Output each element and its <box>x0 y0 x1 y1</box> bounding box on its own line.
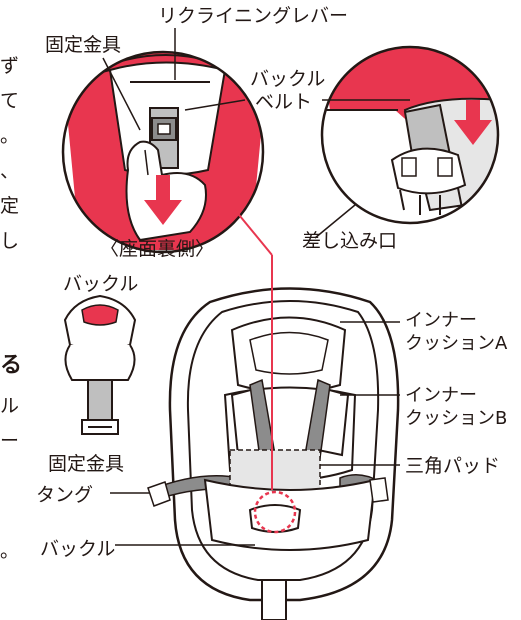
down-arrow-icon-left <box>144 175 182 225</box>
edge-text-2: 。 <box>0 125 20 147</box>
edge-text-4: 定 <box>0 195 20 217</box>
edge-text-6: る <box>0 353 23 378</box>
edge-text-0: ず <box>0 55 20 77</box>
label-inner-cushion-b-1: インナー <box>405 385 477 406</box>
label-buckle-bottom: バックル <box>40 538 116 560</box>
label-reclining-lever: リクライニングレバー <box>158 5 349 27</box>
label-inner-cushion-a-2: クッションA <box>405 333 508 354</box>
label-buckle-belt-top: バックル <box>250 68 326 90</box>
down-arrow-icon-right <box>454 100 492 145</box>
label-insertion-slot: 差し込み口 <box>302 230 398 252</box>
edge-text-3: 、 <box>0 160 20 182</box>
label-fixing-bracket-top: 固定金具 <box>45 34 122 56</box>
label-tongue: タング <box>36 484 94 506</box>
label-triangle-pad: 三角パッド <box>405 455 501 477</box>
edge-text-9: 。 <box>0 540 20 562</box>
leader-lines <box>102 28 410 546</box>
edge-text-5: し <box>0 230 20 252</box>
edge-text-8: ー <box>0 430 20 452</box>
label-buckle-belt-bottom: ベルト <box>255 91 313 113</box>
edge-text-7: ル <box>0 395 20 417</box>
label-buckle-left: バックル <box>63 273 139 295</box>
label-inner-cushion-b-2: クッションB <box>405 408 508 429</box>
car-seat <box>147 209 400 620</box>
label-seat-underside: 〈座面裏側〉 <box>100 238 215 260</box>
edge-text-1: て <box>0 90 20 112</box>
seat-underside-detail <box>61 50 265 254</box>
buckle-figure <box>63 294 137 435</box>
insertion-slot-detail <box>320 45 500 225</box>
label-inner-cushion-a-1: インナー <box>405 310 477 331</box>
label-fixing-bracket-left: 固定金具 <box>48 453 125 475</box>
